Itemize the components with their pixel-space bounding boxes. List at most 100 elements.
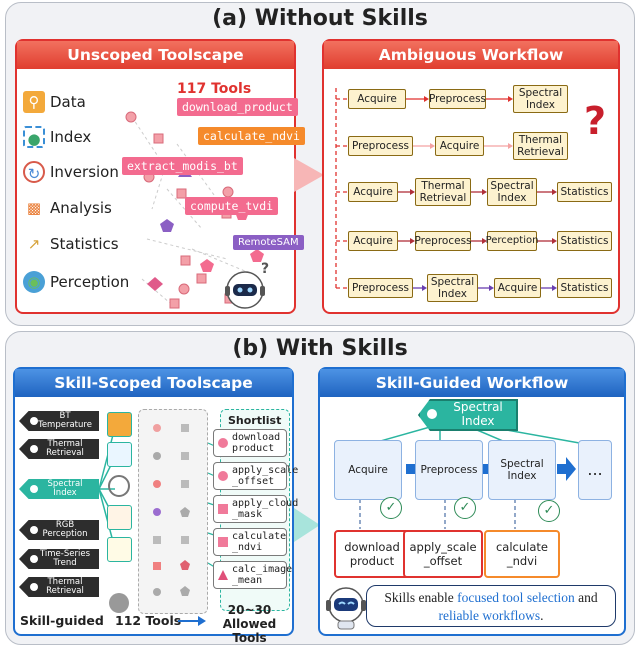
tool-compute-tvdi: compute_tvdi xyxy=(185,197,279,215)
check-icon: ✓ xyxy=(454,497,476,519)
skill-scoped-toolscape-panel: Skill-Scoped Toolscape BT Temperature Th… xyxy=(13,367,298,645)
transition-arrow xyxy=(294,508,320,542)
workflow-step: Spectral Index xyxy=(488,440,556,500)
footer-arrow-icon xyxy=(178,616,206,626)
ambiguous-workflow-title: Ambiguous Workflow xyxy=(324,41,618,69)
wf-node: Acquire xyxy=(348,89,406,109)
folder-search-icon: ⚲ xyxy=(23,91,45,113)
tool-calculate-ndvi: calculate_ndvi xyxy=(198,127,305,145)
tool-count-label: 117 Tools xyxy=(177,81,252,97)
shortlist-item: calculate _ndvi xyxy=(213,528,287,556)
bar-chart-icon: ▩ xyxy=(26,199,42,217)
footer-allowed-tools: 20~30 Allowed Tools xyxy=(222,603,277,645)
skill-tag-active: Spectral Index xyxy=(19,479,99,499)
triangle-marker-icon xyxy=(218,570,228,580)
tool-grid-shapes xyxy=(153,424,190,596)
footer-skill-guided: Skill-guided xyxy=(20,613,104,628)
stats-chart-icon xyxy=(107,537,132,562)
svg-text:?: ? xyxy=(261,261,269,277)
tool-download-product: download_product xyxy=(177,98,298,116)
wf-node: Acquire xyxy=(435,136,484,156)
category-label: Statistics xyxy=(50,235,119,253)
check-icon: ✓ xyxy=(538,500,560,522)
category-index: ● Index xyxy=(23,126,91,148)
scan-icon xyxy=(107,442,132,467)
tool-extract-modis-bt: extract_modis_bt xyxy=(122,157,243,175)
tool-remotesam: RemoteSAM xyxy=(233,235,304,250)
skill-scoped-toolscape-title: Skill-Scoped Toolscape xyxy=(15,369,292,397)
wf-node: Acquire xyxy=(348,231,398,251)
selected-tool: apply_scale _offset xyxy=(403,530,483,578)
wf-node: Thermal Retrieval xyxy=(415,178,471,206)
skill-tag: BT Temperature xyxy=(19,411,99,431)
shortlist-item: apply_cloud _mask xyxy=(213,495,298,523)
spectral-index-skill-label: Spectral Index xyxy=(453,400,503,428)
category-data: ⚲ Data xyxy=(23,91,86,113)
skill-tag-dot-icon xyxy=(427,409,437,419)
shortlist-item: apply_scale _offset xyxy=(213,462,298,490)
circle-marker-icon xyxy=(218,438,228,448)
caption-highlight: focused tool selection xyxy=(457,590,575,605)
check-icon: ✓ xyxy=(380,497,402,519)
square-marker-icon xyxy=(218,537,228,547)
selected-tool: download product xyxy=(334,530,410,578)
category-perception: ◉ Perception xyxy=(23,271,129,293)
wf-node: Preprocess xyxy=(348,278,413,298)
wf-node: Preprocess xyxy=(429,89,486,109)
scan-icon: ● xyxy=(23,126,45,148)
tool-grid xyxy=(138,409,208,614)
globe-search-icon xyxy=(109,593,129,613)
footer-tool-count: 112 Tools xyxy=(115,613,182,628)
skill-tag: Time-Series Trend xyxy=(19,549,99,569)
workflow-step: ... xyxy=(578,440,612,500)
folder-search-icon xyxy=(107,412,132,437)
square-marker-icon xyxy=(218,504,228,514)
skill-tag: Thermal Retrieval xyxy=(19,577,99,597)
category-label: Analysis xyxy=(50,199,112,217)
section-a-title: (a) Without Skills xyxy=(212,6,428,31)
wf-node: Preprocess xyxy=(348,136,413,156)
skill-tag: RGB Perception xyxy=(19,520,99,540)
skill-guided-workflow-panel: Skill-Guided Workflow Spectral Index Acq… xyxy=(318,367,626,636)
ambiguous-workflow-panel: Ambiguous Workflow xyxy=(322,39,620,314)
wf-node: Spectral Index xyxy=(427,274,478,302)
wf-node: Acquire xyxy=(348,182,398,202)
shortlist-item: calc_image _mean xyxy=(213,561,292,589)
globe-cycle-icon: ↻ xyxy=(23,161,45,183)
category-analysis: ▩ Analysis xyxy=(23,197,112,219)
wf-node: Statistics xyxy=(557,182,612,202)
wf-node: Thermal Retrieval xyxy=(513,132,568,160)
category-statistics: ↗ Statistics xyxy=(23,233,119,255)
wf-node: Perception xyxy=(486,231,538,251)
category-label: Inversion xyxy=(50,163,119,181)
happy-robot-icon xyxy=(326,587,366,630)
caption-box: Skills enable focused tool selection and… xyxy=(366,585,616,627)
workflow-connectors xyxy=(335,88,557,291)
category-label: Index xyxy=(50,128,92,146)
selected-tool: calculate _ndvi xyxy=(484,530,560,578)
category-label: Perception xyxy=(50,273,130,291)
caption-text: . xyxy=(540,608,544,623)
category-icon-column xyxy=(105,409,135,614)
workflow-step: Acquire xyxy=(334,440,402,500)
category-label: Data xyxy=(50,93,86,111)
unscoped-toolscape-title: Unscoped Toolscape xyxy=(17,41,294,69)
skill-tag: Thermal Retrieval xyxy=(19,439,99,459)
spectral-index-skill-tag xyxy=(418,399,518,431)
question-mark-icon: ? xyxy=(584,99,607,143)
category-inversion: ↻ Inversion xyxy=(23,161,119,183)
globe-cycle-icon xyxy=(108,475,130,497)
wf-node: Spectral Index xyxy=(487,178,537,206)
wf-node: Spectral Index xyxy=(513,85,568,113)
wf-node: Statistics xyxy=(557,278,612,298)
confused-robot-icon: ? xyxy=(225,261,269,309)
shortlist-item: download product xyxy=(213,429,287,457)
unscoped-toolscape-panel: Unscoped Toolscape ⚲ Data ● Index ↻ Inve… xyxy=(15,39,305,314)
wf-node: Preprocess xyxy=(414,231,472,251)
globe-search-icon: ◉ xyxy=(23,271,45,293)
bar-chart-icon xyxy=(107,505,132,530)
section-b-title: (b) With Skills xyxy=(232,336,408,361)
workflow-step: Preprocess xyxy=(415,440,483,500)
wf-node: Acquire xyxy=(494,278,541,298)
caption-text: and xyxy=(574,590,598,605)
